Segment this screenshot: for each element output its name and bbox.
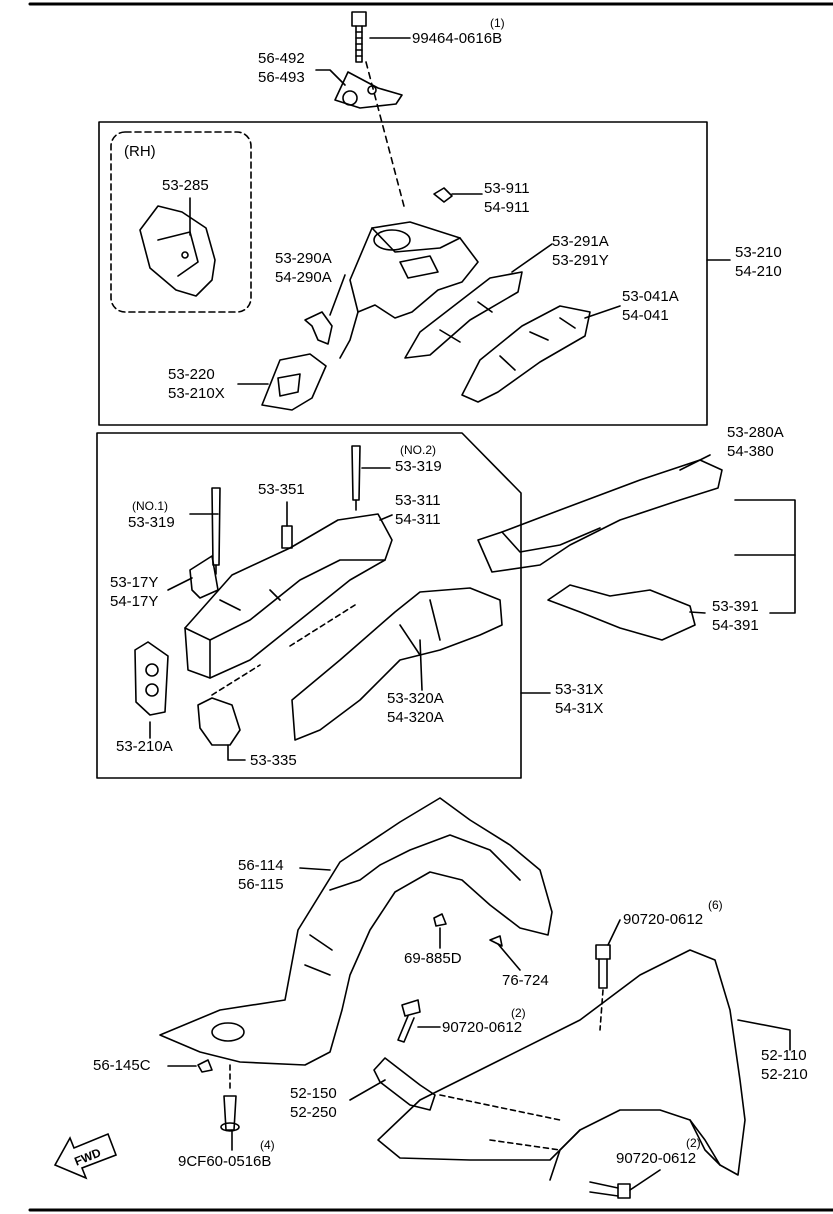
bolt-90720-bottom-icon [589, 1181, 631, 1199]
part-number-label: 53-210X [168, 385, 225, 402]
part-53319-no1-icon [211, 487, 221, 575]
bracket-56492-icon [334, 71, 403, 109]
part-52150-icon [373, 1057, 436, 1111]
screw-9cf60-icon [220, 1095, 240, 1132]
part-number-label: 54-911 [484, 199, 530, 216]
clip-69885d-icon [433, 913, 447, 927]
part-53391-icon [547, 584, 696, 641]
part-52110-icon [377, 949, 746, 1181]
part-number-label: 56-115 [238, 876, 284, 893]
part-number-label: 90720-0612 [616, 1150, 697, 1167]
part-number-label: 53-210A [116, 738, 173, 755]
part-number-label: 53-17Y [110, 574, 159, 591]
bolt-99464-icon [351, 11, 367, 63]
part-number-label: 53-320A [387, 690, 444, 707]
clip-56145c-icon [197, 1059, 213, 1073]
part-53210-icon [339, 221, 479, 359]
part-number-label: 56-492 [258, 50, 305, 67]
part-53210a-icon [134, 641, 169, 716]
part-number-label: 53-319 [128, 514, 175, 531]
part-number-label: 54-391 [712, 617, 759, 634]
part-number-label: 52-210 [761, 1066, 808, 1083]
part-53319-no2-icon [351, 445, 361, 511]
part-number-label: 53-291A [552, 233, 609, 250]
part-number-label: 53-335 [250, 752, 297, 769]
part-53311-icon [184, 513, 393, 679]
part-number-label: 56-145C [93, 1057, 151, 1074]
part-number-label: 53-391 [712, 598, 759, 615]
part-number-label: 53-319 [395, 458, 442, 475]
middle-group-frame [96, 432, 522, 779]
part-number-label: 90720-0612 [623, 911, 704, 928]
qty-label: (6) [708, 898, 723, 912]
part-number-label: 54-320A [387, 709, 444, 726]
part-53290a-icon [304, 311, 333, 345]
qty-label: (1) [490, 16, 505, 30]
part-number-label: 52-110 [761, 1047, 807, 1064]
part-53280a-icon [477, 459, 723, 573]
bolt-90720-top-icon [595, 944, 611, 989]
part-53285-icon [139, 205, 216, 297]
qty-label: (4) [260, 1138, 275, 1152]
clip-53911-icon [433, 187, 453, 203]
part-53220-icon [261, 353, 327, 411]
qty-label: (2) [511, 1006, 526, 1020]
part-number-label: 53-290A [275, 250, 332, 267]
part-number-label: 53-210 [735, 244, 782, 261]
part-number-label: 53-220 [168, 366, 215, 383]
part-number-label: 53-291Y [552, 252, 609, 269]
part-number-label: 90720-0612 [442, 1019, 523, 1036]
part-number-label: 54-17Y [110, 593, 159, 610]
no1-label: (NO.1) [132, 499, 168, 513]
part-number-label: 52-250 [290, 1104, 337, 1121]
part-53041a-icon [461, 305, 591, 403]
part-number-label: 53-311 [395, 492, 441, 509]
rh-group-frame [110, 131, 252, 313]
part-number-label: 9CF60-0516B [178, 1153, 272, 1170]
part-number-label: 69-885D [404, 950, 462, 967]
rh-label: (RH) [124, 143, 156, 160]
part-53320a-icon [291, 587, 503, 741]
part-number-label: 53-31X [555, 681, 604, 698]
part-number-label: 54-31X [555, 700, 604, 717]
part-number-label: 76-724 [502, 972, 549, 989]
part-number-label: 56-114 [238, 857, 284, 874]
fwd-arrow-icon [53, 1132, 118, 1180]
part-number-label: 53-351 [258, 481, 305, 498]
part-53291a-icon [404, 271, 523, 359]
part-number-label: 54-290A [275, 269, 332, 286]
part-53351-icon [281, 525, 293, 549]
part-number-label: 53-285 [162, 177, 209, 194]
upper-group-frame [98, 121, 708, 426]
part-number-label: 53-041A [622, 288, 679, 305]
part-56114-icon [159, 797, 553, 1066]
clip-76724-icon [489, 935, 503, 947]
part-number-label: 54-311 [395, 511, 441, 528]
part-number-label: 54-041 [622, 307, 669, 324]
part-number-label: 54-210 [735, 263, 782, 280]
part-number-label: 53-280A [727, 424, 784, 441]
no2-label: (NO.2) [400, 443, 436, 457]
part-number-label: 99464-0616B [412, 30, 503, 47]
bolt-90720-mid-icon [397, 999, 421, 1043]
part-53335-icon [197, 697, 241, 746]
part-number-label: 53-911 [484, 180, 530, 197]
part-5317y-icon [189, 555, 219, 599]
part-number-label: 54-380 [727, 443, 774, 460]
part-number-label: 56-493 [258, 69, 305, 86]
qty-label: (2) [686, 1136, 701, 1150]
part-number-label: 52-150 [290, 1085, 337, 1102]
